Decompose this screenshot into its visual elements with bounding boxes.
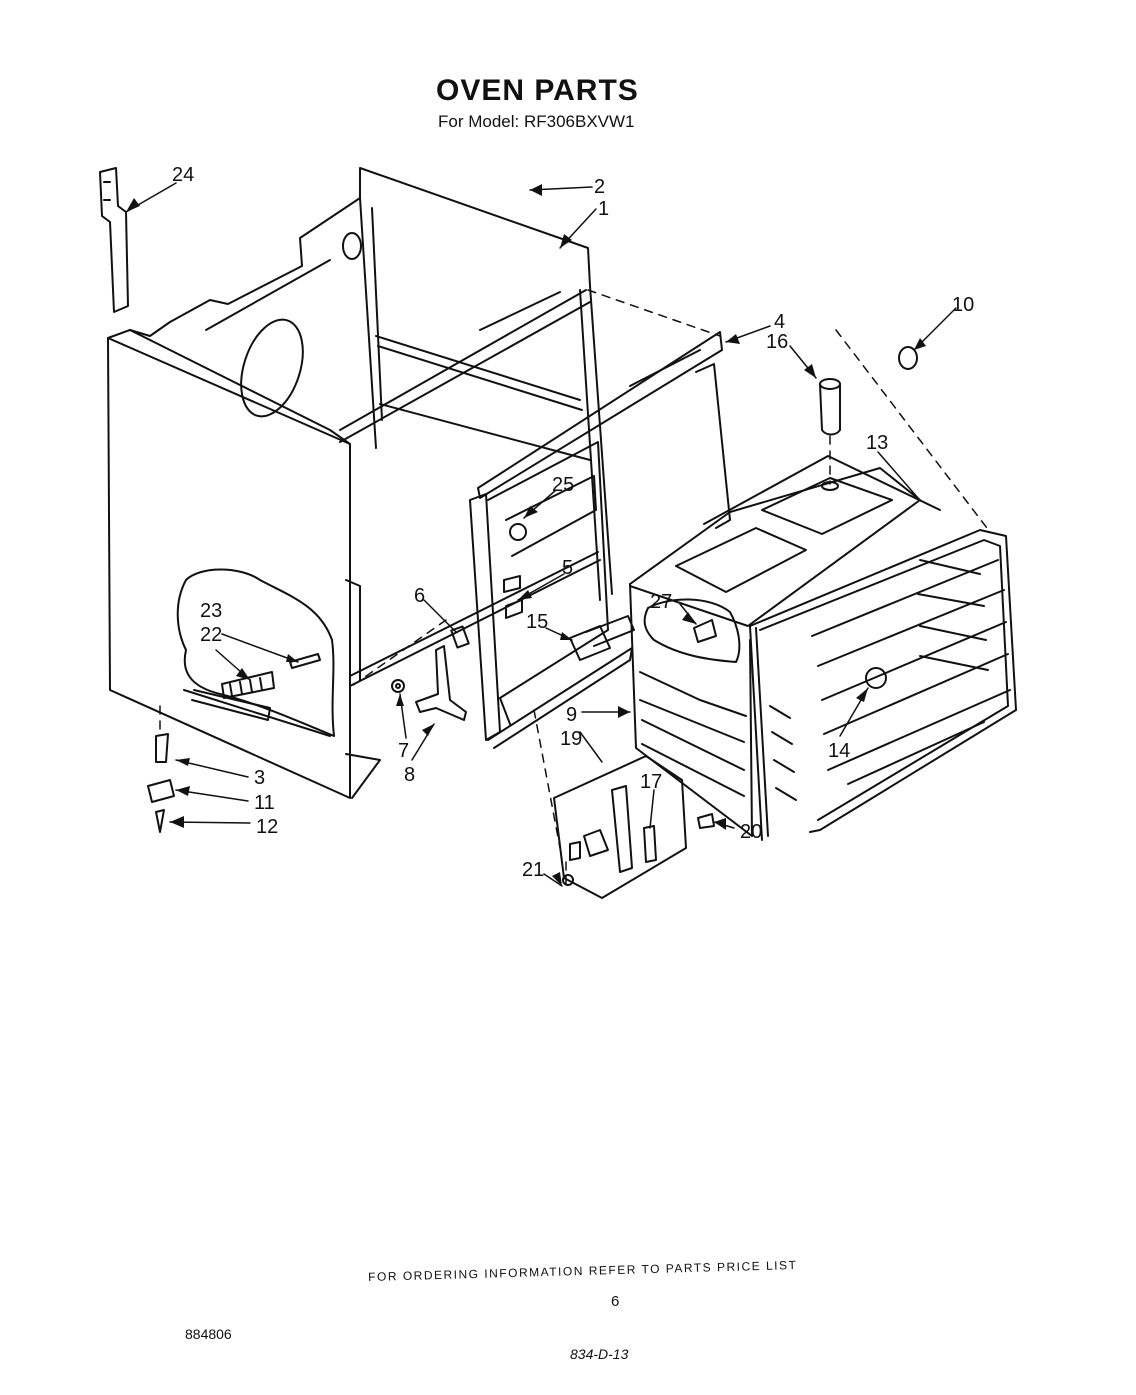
callout-27: 27	[650, 591, 672, 613]
callout-15: 15	[526, 611, 548, 633]
model-subtitle: For Model: RF306BXVW1	[438, 112, 635, 131]
part-25-grommet	[510, 524, 526, 540]
callout-3: 3	[254, 767, 265, 789]
callout-20: 20	[740, 821, 762, 843]
callout-labels: 24 2 1 10 4 16 13 25 5 6 27 23 15 22 9 1…	[172, 164, 974, 881]
callout-21: 21	[522, 859, 544, 881]
callout-10: 10	[952, 294, 974, 316]
part-1-cabinet	[108, 168, 700, 798]
part-20-screw	[698, 814, 714, 828]
callout-13: 13	[866, 432, 888, 454]
callout-25: 25	[552, 474, 574, 496]
part-13-rack	[750, 530, 1016, 840]
part-19-bracket-plate	[554, 756, 686, 898]
part-7-nut	[392, 680, 404, 692]
part-3-leg	[156, 734, 168, 762]
callout-9: 9	[566, 704, 577, 726]
callout-8: 8	[404, 764, 415, 786]
diagram-title: OVEN PARTS	[436, 74, 639, 107]
callout-5: 5	[562, 557, 573, 579]
callout-6: 6	[414, 585, 425, 607]
part-5-clips	[504, 576, 522, 618]
part-8-hinge	[416, 646, 466, 720]
callout-16: 16	[766, 331, 788, 353]
part-16-vent-tube	[820, 379, 840, 490]
callout-1: 1	[598, 198, 609, 220]
document-code: 884806	[185, 1326, 232, 1342]
part-17-igniter	[644, 826, 656, 862]
callout-2: 2	[594, 176, 605, 198]
callout-7: 7	[398, 740, 409, 762]
part-9-oven-liner	[630, 456, 940, 836]
handwritten-code: 834-D-13	[570, 1346, 629, 1362]
callout-4: 4	[774, 311, 785, 333]
part-23-pin	[290, 654, 320, 668]
callout-23: 23	[200, 600, 222, 622]
part-14-bumper	[866, 668, 886, 688]
callout-14: 14	[828, 740, 850, 762]
part-11-leg-bracket	[148, 780, 174, 802]
part-4-front-frame	[470, 332, 730, 748]
callout-11: 11	[254, 792, 275, 814]
callout-22: 22	[200, 624, 222, 646]
part-6-hinge-pin	[451, 626, 468, 647]
part-22-spring	[222, 672, 274, 698]
part-24-bracket	[100, 168, 128, 312]
part-12-leg-screw	[156, 810, 164, 832]
callout-24: 24	[172, 164, 194, 186]
callout-12: 12	[256, 816, 278, 838]
callout-19: 19	[560, 728, 582, 750]
callout-17: 17	[640, 771, 662, 793]
part-21-screw	[563, 875, 573, 885]
part-10-plug	[899, 347, 917, 369]
page-number: 6	[611, 1293, 620, 1310]
